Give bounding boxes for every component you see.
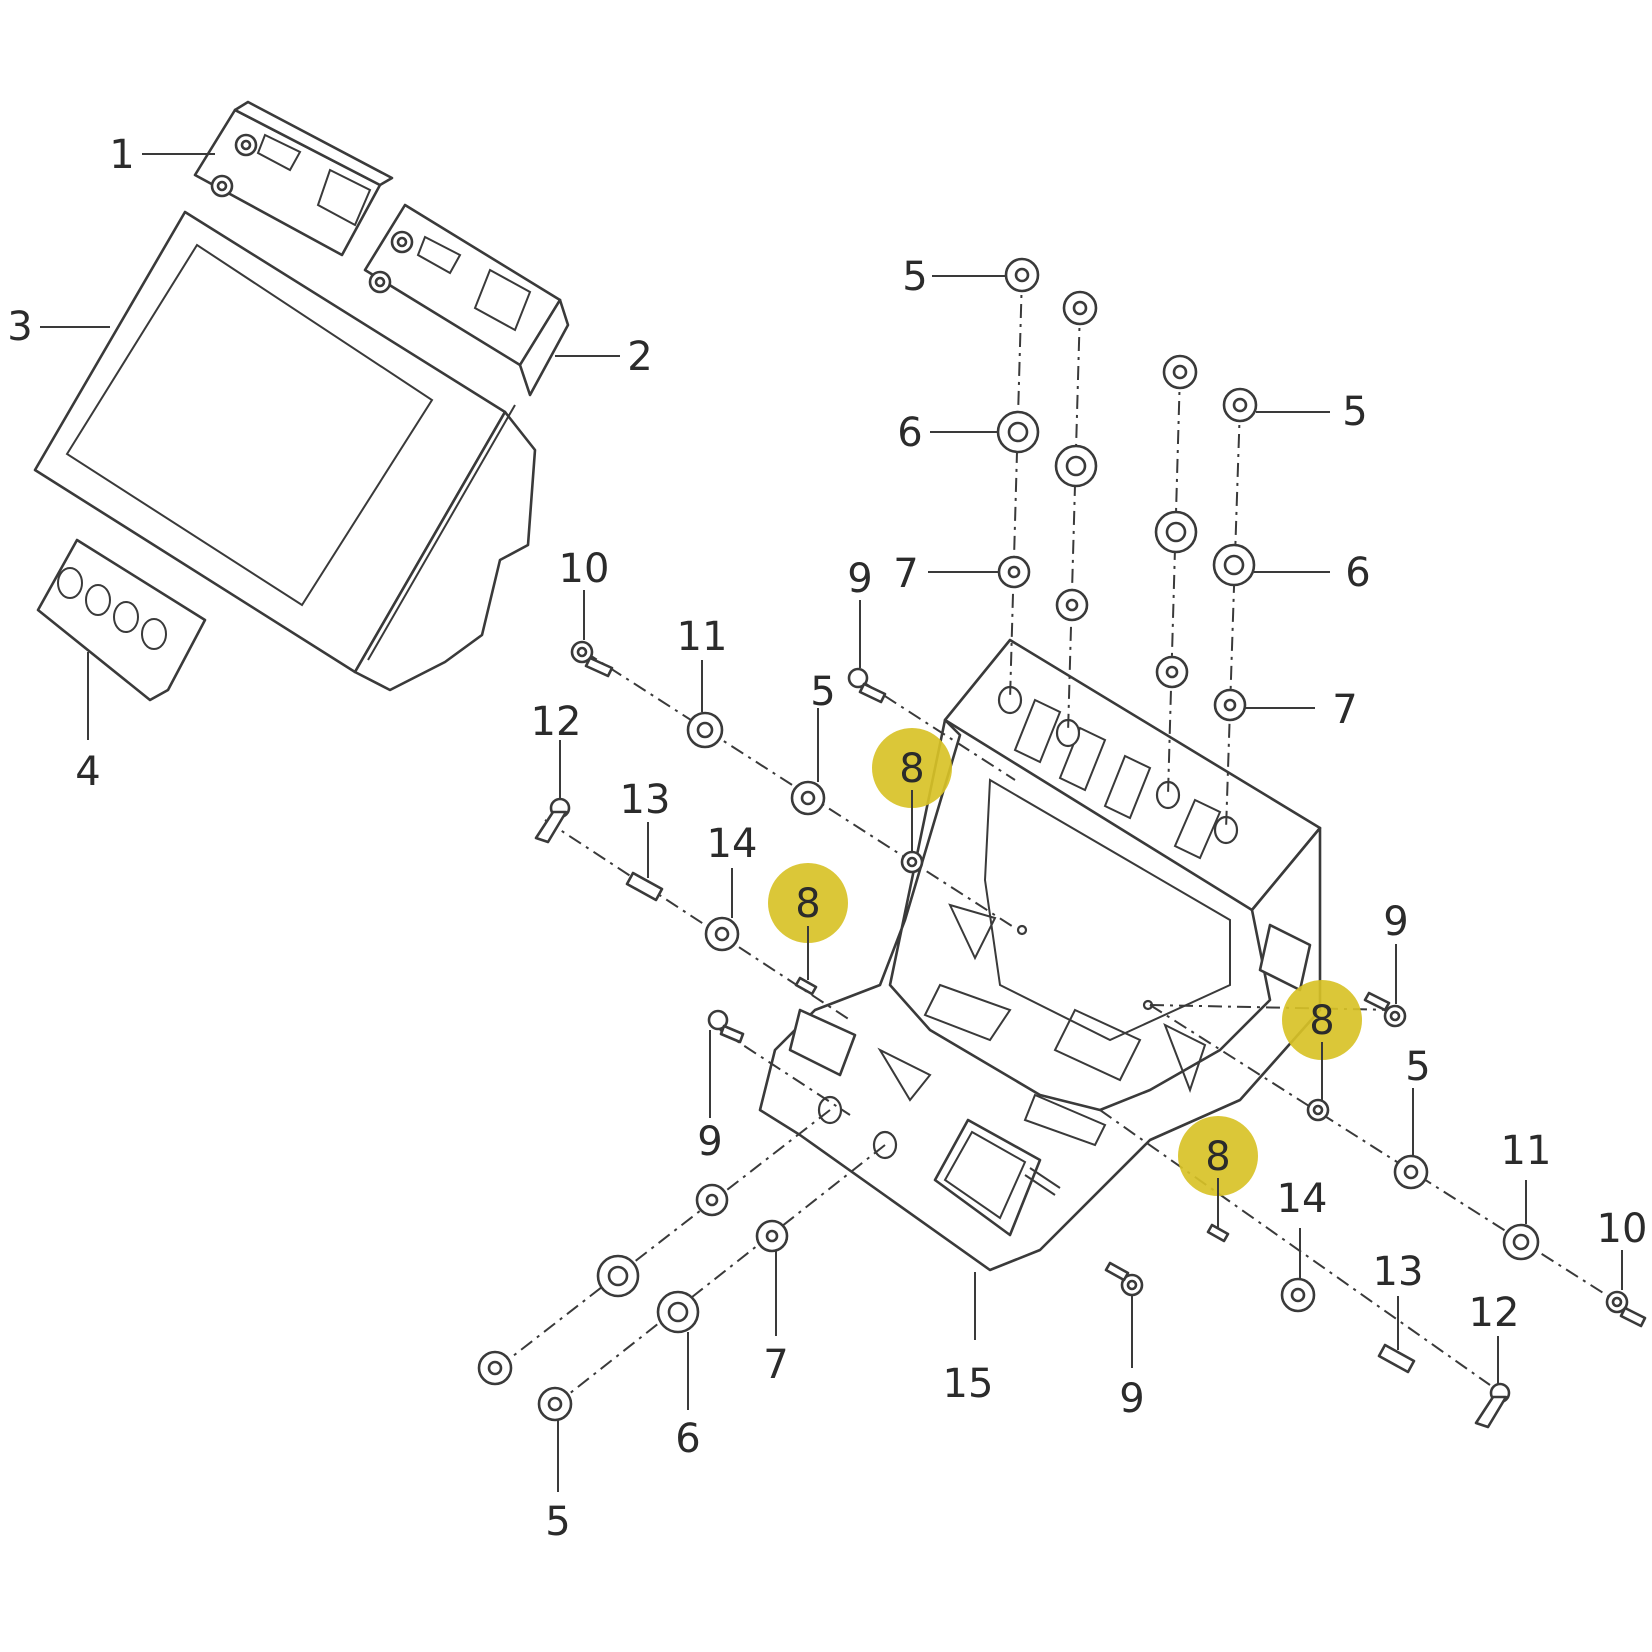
spacer-11-left: [686, 711, 724, 749]
connector-housing-1: [193, 100, 394, 257]
washer-7-bottom-b: [755, 1219, 789, 1253]
screw-9-bottom: [1104, 1261, 1144, 1297]
callout-8-lower: 8: [1205, 1134, 1230, 1180]
washer-5-bottom: [477, 1350, 513, 1386]
washer-14-right: [1280, 1277, 1316, 1313]
callout-12-left: 12: [531, 699, 582, 745]
screw-9-left-lower: [707, 1009, 745, 1044]
callout-7-bottom: 7: [763, 1342, 788, 1388]
callout-9-upper-left: 9: [847, 556, 872, 602]
washer-7-top-right-b: [1213, 688, 1247, 722]
washer-5-top-left-b: [1062, 290, 1098, 326]
callout-6-bottom: 6: [675, 1416, 700, 1462]
callout-13-left: 13: [620, 777, 671, 823]
spacer-11-right: [1502, 1223, 1540, 1261]
callout-3: 3: [7, 304, 32, 350]
washer-5-top-right-b: [1222, 387, 1258, 423]
callout-5-top-left: 5: [902, 254, 927, 300]
callout-12-right: 12: [1469, 1290, 1520, 1336]
callout-5-top-right: 5: [1342, 389, 1367, 435]
callout-2: 2: [627, 334, 652, 380]
callout-10-left: 10: [559, 546, 610, 592]
screw-9-right-upper: [1363, 991, 1407, 1028]
tft-display-3: [33, 210, 537, 692]
washer-7-bottom: [695, 1183, 729, 1217]
sensor-module: [933, 1118, 1061, 1237]
callout-7-top-right: 7: [1332, 687, 1357, 733]
washer-7-top-right: [1155, 655, 1189, 689]
bolt-12-left: [534, 797, 571, 844]
grommet-6-top-right-b: [1212, 543, 1256, 587]
callout-14-left: 14: [707, 821, 758, 867]
part-8-highlights: [768, 728, 1362, 1196]
screw-9-left-upper: [847, 667, 887, 704]
callout-9-lower-left: 9: [697, 1119, 722, 1165]
washer-5-bottom-b: [537, 1386, 573, 1422]
washer-14-left: [704, 916, 740, 952]
callout-8-upper: 8: [899, 746, 924, 792]
washer-5-top-left: [1004, 257, 1040, 293]
nut-8-right-upper: [1306, 1098, 1330, 1122]
washer-7-top-left-b: [1055, 588, 1089, 622]
callout-13-right: 13: [1373, 1249, 1424, 1295]
mounting-bracket-15: [758, 638, 1322, 1272]
callout-labels: 1 2 3 4 5 5 5 5 5 6 6 6 7 7 7 8 8 8 8 9 …: [7, 132, 1647, 1545]
bolt-12-right: [1474, 1382, 1511, 1429]
callout-7-top-left: 7: [893, 551, 918, 597]
callout-11-left: 11: [677, 614, 728, 660]
fasteners: [477, 257, 1647, 1429]
callout-1: 1: [109, 132, 134, 178]
callout-9-right: 9: [1383, 899, 1408, 945]
grommet-6-top-left-b: [1054, 444, 1098, 488]
grommet-6-bottom-b: [656, 1290, 700, 1334]
washer-5-left: [790, 780, 826, 816]
display-assembly: [33, 100, 570, 702]
grommet-6-top-right: [1154, 510, 1198, 554]
grommet-6-top-left: [996, 410, 1040, 454]
callout-9-bottom: 9: [1119, 1376, 1144, 1422]
leader-lines: [40, 153, 1623, 1492]
bolt-10-right: [1605, 1290, 1647, 1328]
callout-14-right: 14: [1277, 1176, 1328, 1222]
grommet-6-bottom: [596, 1254, 640, 1298]
callout-5-left: 5: [810, 669, 835, 715]
callout-4: 4: [75, 749, 100, 795]
insert-13-right: [1377, 1343, 1416, 1374]
callout-10-right: 10: [1597, 1206, 1648, 1252]
button-cover-4: [36, 538, 207, 702]
washer-5-top-right: [1162, 354, 1198, 390]
callout-8-left: 8: [795, 881, 820, 927]
nut-8-left-lower: [794, 976, 818, 996]
insert-13-left: [625, 871, 664, 902]
assembly-lines: [494, 274, 1631, 1406]
callout-6-top-right: 6: [1345, 550, 1370, 596]
callout-5-bottom: 5: [545, 1499, 570, 1545]
connector-housing-2: [363, 203, 570, 397]
nut-8-right-lower: [1206, 1223, 1230, 1243]
washer-7-top-left: [997, 555, 1031, 589]
callout-11-right: 11: [1501, 1128, 1552, 1174]
callout-15: 15: [943, 1361, 994, 1407]
washer-5-right: [1393, 1154, 1429, 1190]
callout-6-top-left: 6: [897, 410, 922, 456]
callout-5-right: 5: [1405, 1044, 1430, 1090]
nut-8-left-upper: [900, 850, 924, 874]
bolt-10-left: [570, 640, 614, 678]
callout-8-right: 8: [1309, 998, 1334, 1044]
